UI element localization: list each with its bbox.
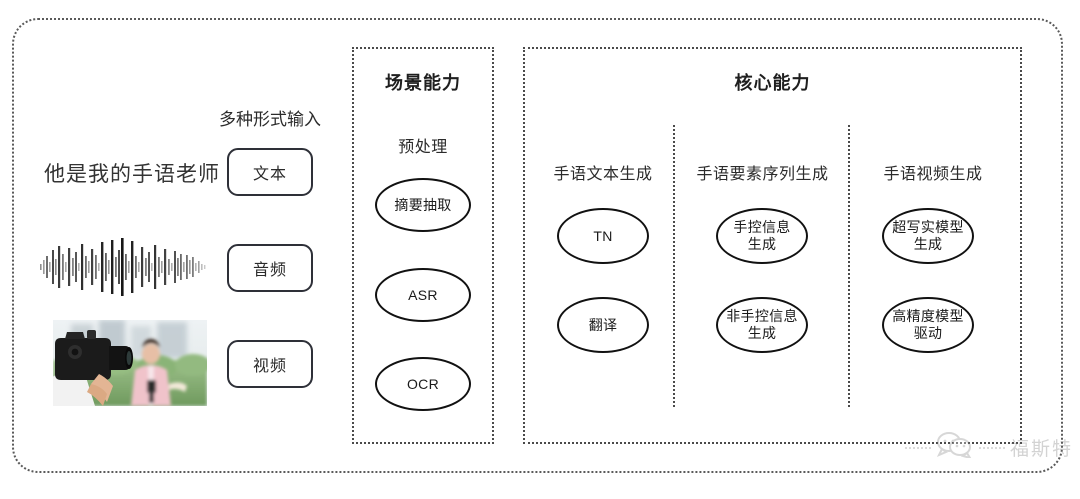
modality-chip-audio[interactable]: 音频	[227, 244, 313, 292]
wechat-bubbles-icon	[936, 432, 974, 463]
audio-waveform-icon	[38, 236, 210, 303]
core-capability-panel: 核心能力	[523, 47, 1022, 444]
scene-capability-panel: 场景能力 预处理	[352, 47, 494, 444]
watermark-dots-right	[979, 446, 1005, 449]
node-tn[interactable]: TN	[557, 208, 649, 264]
node-asr[interactable]: ASR	[375, 268, 471, 322]
node-summary-extraction[interactable]: 摘要抽取	[375, 178, 471, 232]
watermark: 福斯特	[905, 432, 1073, 463]
core-column-divider-2	[848, 125, 850, 407]
scene-panel-title: 场景能力	[385, 73, 461, 93]
input-section-heading: 多种形式输入	[219, 110, 321, 129]
core-column-divider-1	[673, 125, 675, 407]
modality-chip-video[interactable]: 视频	[227, 340, 313, 388]
core-column-label-text-generation: 手语文本生成	[553, 166, 653, 183]
sample-sentence-text: 他是我的手语老师	[44, 163, 220, 186]
node-manual-feature-generation[interactable]: 手控信息 生成	[716, 208, 808, 264]
node-high-precision-model-driving[interactable]: 高精度模型 驱动	[882, 297, 974, 353]
node-ocr[interactable]: OCR	[375, 357, 471, 411]
core-panel-title: 核心能力	[734, 73, 811, 93]
node-photorealistic-model-generation[interactable]: 超写实模型 生成	[882, 208, 974, 264]
node-translation[interactable]: 翻译	[557, 297, 649, 353]
outer-frame	[12, 18, 1063, 473]
video-thumbnail-image	[53, 320, 207, 406]
scene-group-label-preprocess: 预处理	[398, 139, 448, 156]
node-nonmanual-feature-generation[interactable]: 非手控信息 生成	[716, 297, 808, 353]
modality-chip-text[interactable]: 文本	[227, 148, 313, 196]
watermark-text: 福斯特	[1010, 439, 1074, 460]
watermark-dots-left	[905, 446, 931, 449]
core-column-label-element-sequence: 手语要素序列生成	[696, 166, 829, 183]
core-column-label-video-generation: 手语视频生成	[883, 166, 983, 183]
